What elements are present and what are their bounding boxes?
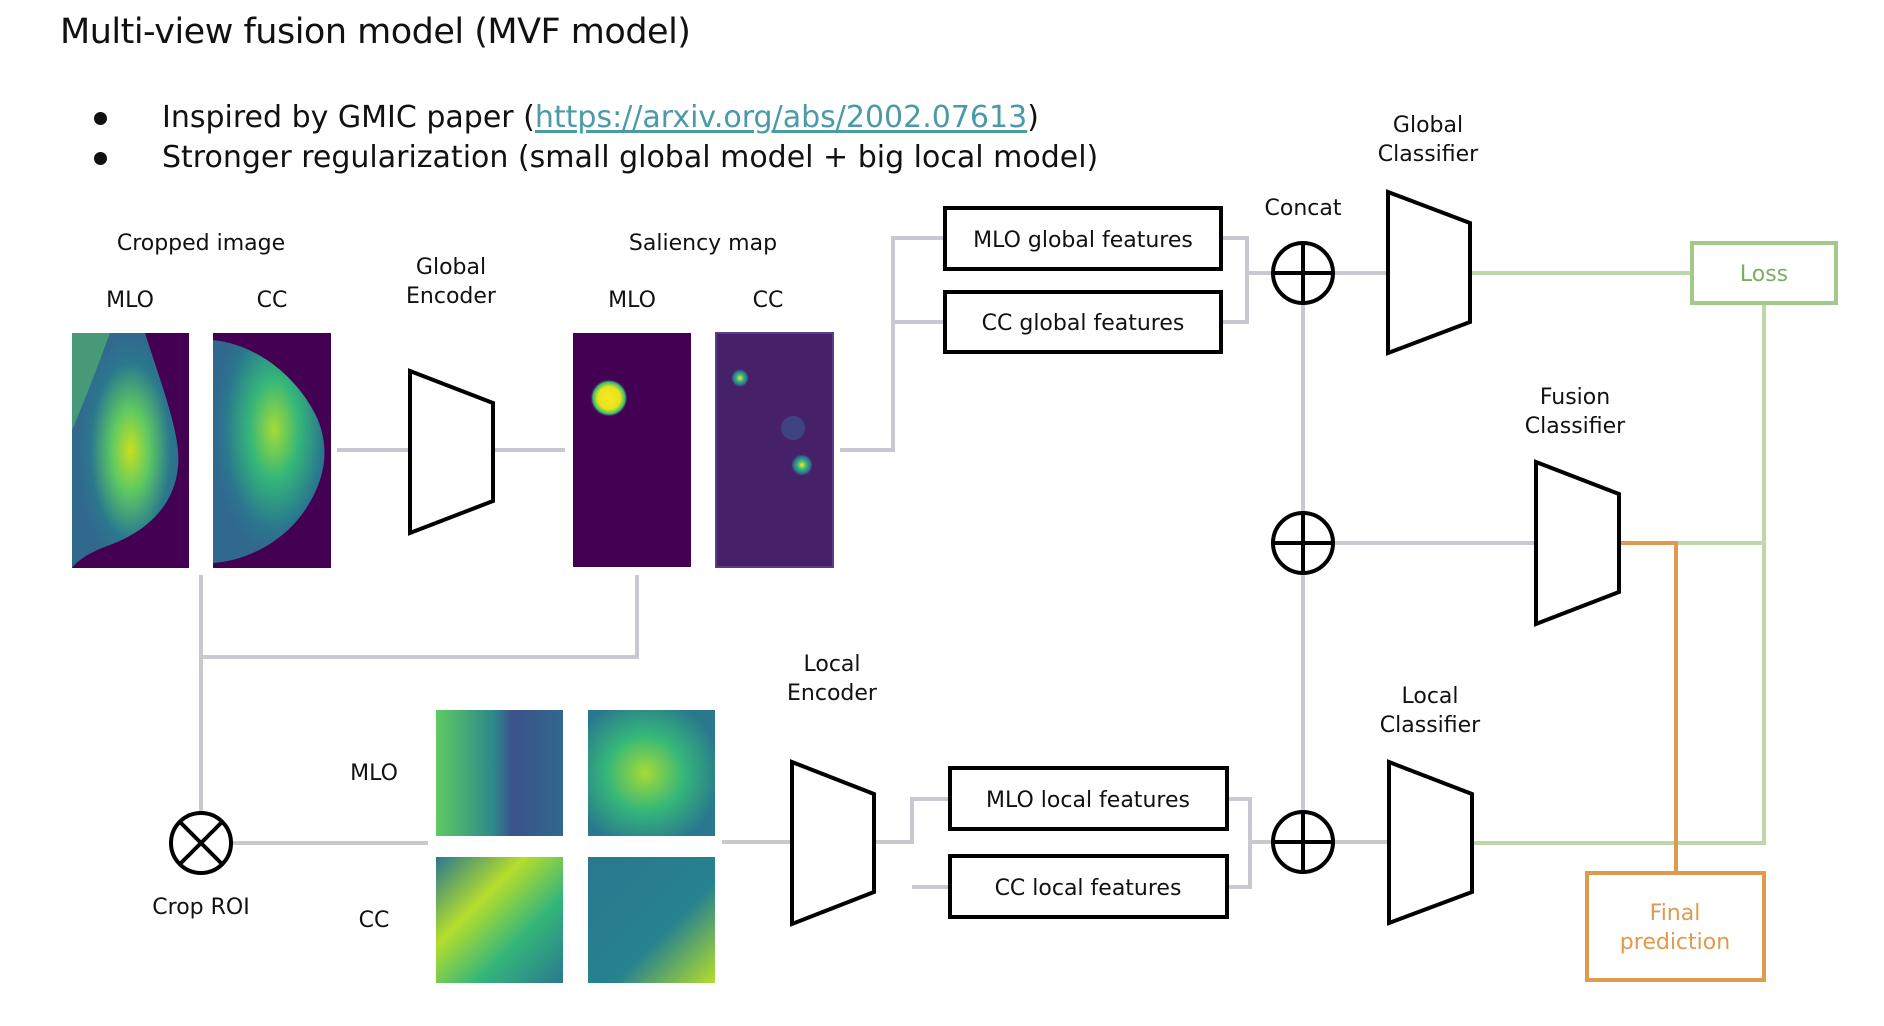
saliency-map-label: Saliency map (629, 231, 777, 256)
cropped-cc-image (213, 333, 331, 568)
saliency-hotspot (781, 416, 805, 440)
fusion-classifier-trapezoid (1534, 459, 1621, 627)
connector-loss-to-local-classifier (1472, 303, 1766, 845)
roi-patch-cc-1 (436, 857, 563, 983)
global-classifier-label-line1: Global (1393, 113, 1463, 138)
connector-local-features-to-concat (1227, 797, 1273, 889)
roi-patch-mlo-2 (588, 710, 715, 836)
patches-cc-label: CC (359, 908, 390, 933)
connector-saliency-to-crop (201, 575, 639, 659)
global-classifier-label-line2: Classifier (1378, 142, 1479, 167)
roi-patch-cc-2 (588, 857, 715, 983)
loss-connectors (1470, 271, 1766, 845)
connectors (199, 236, 1536, 889)
local-classifier-label-line2: Classifier (1380, 713, 1481, 738)
roi-patch-mlo-1 (436, 710, 563, 836)
local-classifier-trapezoid (1387, 759, 1474, 926)
final-prediction-label-line2: prediction (1620, 930, 1730, 955)
loss-box: Loss (1690, 241, 1838, 305)
connector-fusion-to-final-prediction (1619, 541, 1678, 873)
concat-fusion-icon (1271, 511, 1335, 575)
saliency-cc-image (715, 332, 834, 568)
concat-label: Concat (1265, 196, 1342, 221)
saliency-mlo-image (573, 333, 691, 567)
gmic-paper-link[interactable]: https://arxiv.org/abs/2002.07613 (534, 100, 1028, 135)
bullet-list: Inspired by GMIC paper (https://arxiv.or… (90, 98, 1098, 178)
concat-local-icon (1271, 810, 1335, 874)
cropped-mlo-image (72, 333, 189, 568)
bullet-text: Inspired by GMIC paper ( (162, 100, 535, 135)
local-encoder-label-line2: Encoder (787, 681, 878, 706)
global-encoder-label-line2: Encoder (406, 284, 497, 309)
concat-nodes (1271, 241, 1335, 874)
cropped-image-label: Cropped image (117, 231, 285, 256)
bullet-dot-icon (94, 111, 107, 125)
cropped-cc-label: CC (257, 288, 288, 313)
fusion-classifier-label-line1: Fusion (1540, 385, 1610, 410)
saliency-hotspot (731, 369, 749, 387)
crop-roi-icon (169, 811, 233, 875)
saliency-hotspot (791, 454, 813, 476)
mlo-local-features-box: MLO local features (948, 766, 1229, 831)
bullet-item-regularization: Stronger regularization (small global mo… (90, 138, 1098, 178)
cc-local-features-box: CC local features (948, 854, 1229, 919)
saliency-hotspot (590, 379, 628, 417)
bullet-item-gmic: Inspired by GMIC paper (https://arxiv.or… (90, 98, 1098, 138)
mlo-global-features-box: MLO global features (943, 206, 1223, 271)
cc-global-features-box: CC global features (943, 290, 1223, 354)
bullet-text-suffix: ) (1027, 100, 1039, 135)
bullet-dot-icon (94, 151, 107, 165)
patches-mlo-label: MLO (350, 761, 398, 786)
saliency-mlo-label: MLO (608, 288, 656, 313)
concat-global-icon (1271, 241, 1335, 305)
final-prediction-box: Final prediction (1585, 871, 1766, 982)
global-encoder-trapezoid (408, 368, 495, 536)
slide-title: Multi-view fusion model (MVF model) (60, 12, 691, 52)
cc-local-features-label: CC local features (995, 876, 1182, 901)
fusion-classifier-label-line2: Classifier (1525, 414, 1626, 439)
connector-global-features-to-concat (1221, 236, 1273, 324)
cc-global-features-label: CC global features (982, 311, 1185, 336)
global-encoder-label-line1: Global (416, 255, 486, 280)
mlo-global-features-label: MLO global features (973, 228, 1193, 253)
local-encoder-label-line1: Local (803, 652, 860, 677)
final-prediction-label-line1: Final (1650, 901, 1701, 926)
connector-saliency-to-global-features (840, 236, 945, 452)
prediction-connectors (1619, 541, 1678, 873)
local-classifier-label-line1: Local (1401, 684, 1458, 709)
saliency-cc-label: CC (753, 288, 784, 313)
local-encoder-trapezoid (790, 759, 876, 927)
cropped-mlo-label: MLO (106, 288, 154, 313)
loss-label: Loss (1740, 262, 1788, 287)
crop-roi-label: Crop ROI (152, 895, 249, 920)
connector-local-encoder-to-features (874, 797, 950, 889)
mlo-local-features-label: MLO local features (986, 788, 1190, 813)
global-classifier-trapezoid (1386, 189, 1472, 356)
bullet-text: Stronger regularization (small global mo… (162, 140, 1099, 175)
